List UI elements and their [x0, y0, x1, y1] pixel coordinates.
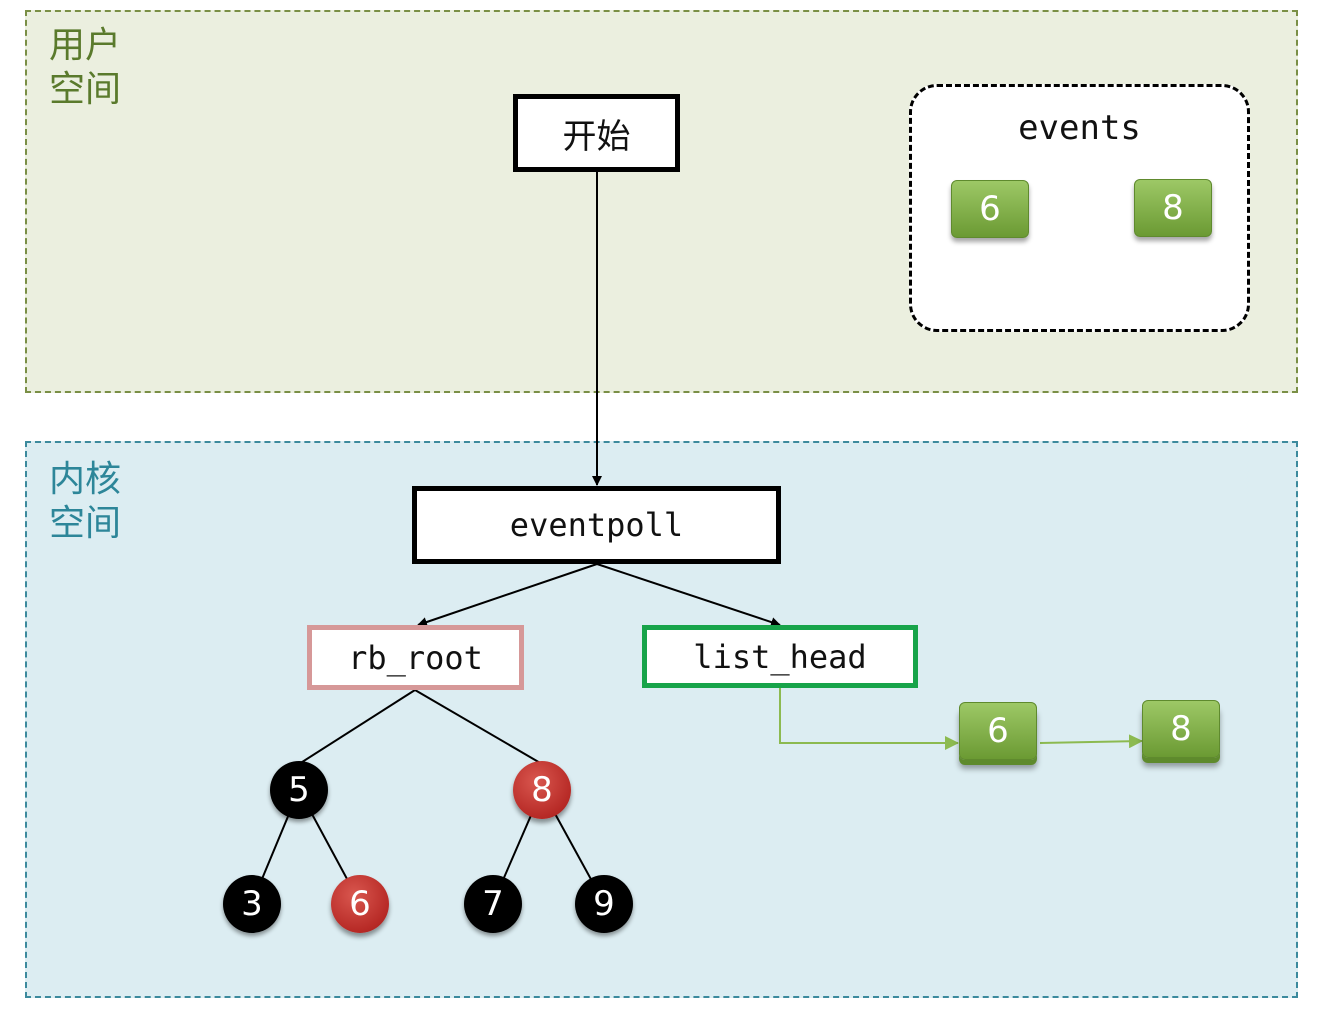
- ready-list-item: 8: [1142, 700, 1220, 758]
- rb-tree-node-black: 9: [575, 875, 633, 933]
- kernel-space-label: 内核 空间: [49, 459, 122, 544]
- item6-to-item8-arrow: [1039, 734, 1143, 749]
- rb-tree-node-red: 8: [513, 761, 571, 819]
- events-label: events: [1018, 108, 1141, 148]
- user-space-label: 用户 空间: [49, 25, 122, 110]
- eventpoll-node: eventpoll: [412, 486, 781, 564]
- eventpoll-to-rbroot-arrow: [417, 563, 598, 627]
- eventpoll-to-listhead-arrow: [596, 563, 781, 627]
- rb-tree-node-black: 3: [223, 875, 281, 933]
- list-head-node: list_head: [642, 625, 918, 688]
- rb-tree-node-black: 7: [464, 875, 522, 933]
- rbroot-to-node5-edge: [298, 689, 416, 765]
- events-item: 8: [1134, 179, 1212, 237]
- ready-list-item: 6: [959, 702, 1037, 760]
- rb-tree-node-black: 5: [270, 761, 328, 819]
- rbroot-to-node8-edge: [414, 689, 543, 765]
- listhead-to-item6-arrow: [779, 688, 959, 750]
- start-node: 开始: [513, 94, 680, 172]
- rb-tree-node-red: 6: [331, 875, 389, 933]
- rb-root-node: rb_root: [307, 625, 524, 690]
- events-item: 6: [951, 180, 1029, 238]
